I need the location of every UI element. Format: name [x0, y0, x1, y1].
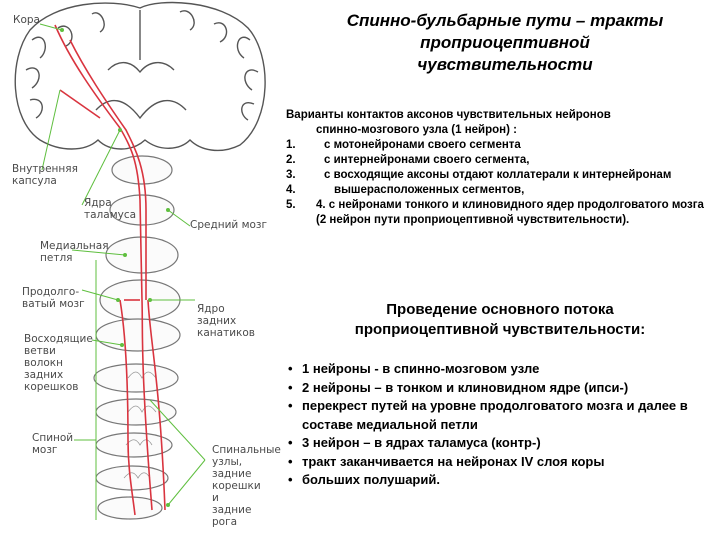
bullet-dot: •	[288, 472, 293, 487]
slide-title: Спинно-бульбарные пути – тракты проприоц…	[300, 10, 710, 76]
bullet-item: • 2 нейроны – в тонком и клиновидном ядре…	[288, 379, 718, 398]
variant-item: 5. 4. с нейронами тонкого и клиновидного …	[286, 198, 716, 228]
variant-text: с интернейронами своего сегмента,	[324, 154, 530, 166]
variant-text: с восходящие аксоны отдают коллатерали к…	[324, 169, 672, 181]
variant-number: 2.	[286, 154, 296, 166]
bullet-dot: •	[288, 435, 293, 450]
label-dorsal-column-nuclei: Ядро задних канатиков	[197, 303, 255, 339]
bullet-text: тракт заканчивается на нейронах IV слоя …	[302, 453, 605, 469]
section-heading: Проведение основного потока проприоцепти…	[290, 300, 710, 340]
variants-intro: Варианты контактов аксонов чувствительны…	[286, 109, 611, 121]
bullet-text: 1 нейроны - в спинно-мозговом узле	[302, 361, 540, 376]
variant-number: 5.	[286, 199, 296, 211]
bullet-item: • больших полушарий.	[288, 471, 718, 490]
pathway-diagram	[14, 1, 266, 520]
variants-intro-cont: спинно-мозгового узла (1 нейрон) :	[316, 124, 517, 136]
variant-number: 3.	[286, 169, 296, 181]
bullet-text: 2 нейроны – в тонком и клиновидном ядре …	[302, 379, 629, 395]
title-line: чувствительности	[417, 55, 593, 74]
bullet-dot: •	[288, 453, 293, 469]
cerebral-section	[14, 1, 266, 152]
label-spinal-ganglia: Спинальные узлы, задние корешки и задние…	[212, 444, 281, 528]
bullet-item: • 3 нейрон – в ядрах таламуса (контр-)	[288, 434, 718, 453]
contact-variants: Варианты контактов аксонов чувствительны…	[286, 108, 716, 228]
label-cortex: Кора	[13, 14, 40, 26]
bullet-item: • тракт заканчивается на нейронах IV слоя…	[288, 453, 718, 472]
flow-bullets: • 1 нейроны - в спинно-мозговом узле • 2 н…	[288, 360, 718, 490]
bullet-item: • перекрест путей на уровне продолговатог…	[288, 397, 718, 434]
bullet-text: перекрест путей на уровне продолговатого…	[302, 398, 688, 432]
bullet-dot: •	[288, 398, 293, 413]
label-internal-capsule: Внутренняя капсула	[12, 163, 78, 187]
variant-text: с мотонейронами своего сегмента	[324, 139, 521, 151]
variant-item: 1. с мотонейронами своего сегмента	[286, 138, 716, 153]
title-line: проприоцептивной	[420, 33, 590, 52]
variant-number: 1.	[286, 139, 296, 151]
variant-item: 2. с интернейронами своего сегмента,	[286, 153, 716, 168]
variant-item: 3. с восходящие аксоны отдают коллатерали…	[286, 168, 716, 183]
label-thalamic-nuclei: Ядра таламуса	[84, 197, 137, 221]
variant-text: 4. с нейронами тонкого и клиновидного яд…	[316, 199, 704, 226]
variant-text: вышерасположенных сегментов,	[334, 184, 525, 196]
bullet-dot: •	[288, 361, 293, 376]
bullet-item: • 1 нейроны - в спинно-мозговом узле	[288, 360, 718, 379]
label-leaders	[39, 23, 206, 520]
bullet-text: больших полушарий.	[302, 472, 440, 487]
title-line: Спинно-бульбарные пути – тракты	[346, 11, 664, 30]
bullet-dot: •	[288, 379, 293, 395]
heading-line: Проведение основного потока	[386, 301, 614, 318]
label-ascending-branches: Восходящие ветви волокн задних корешков	[24, 333, 93, 393]
heading-line: проприоцептивной чувствительности:	[354, 321, 646, 338]
variant-number: 4.	[286, 184, 296, 196]
bullet-text: 3 нейрон – в ядрах таламуса (контр-)	[302, 435, 541, 450]
variant-item: 4. вышерасположенных сегментов,	[286, 183, 716, 198]
proprioceptive-pathway	[54, 24, 166, 516]
label-medulla: Продолго- ватый мозг	[22, 286, 85, 310]
label-midbrain: Средний мозг	[190, 219, 268, 231]
label-medial-lemniscus: Медиальная петля	[40, 240, 109, 264]
label-spinal-cord: Спиной мозг	[32, 432, 74, 456]
